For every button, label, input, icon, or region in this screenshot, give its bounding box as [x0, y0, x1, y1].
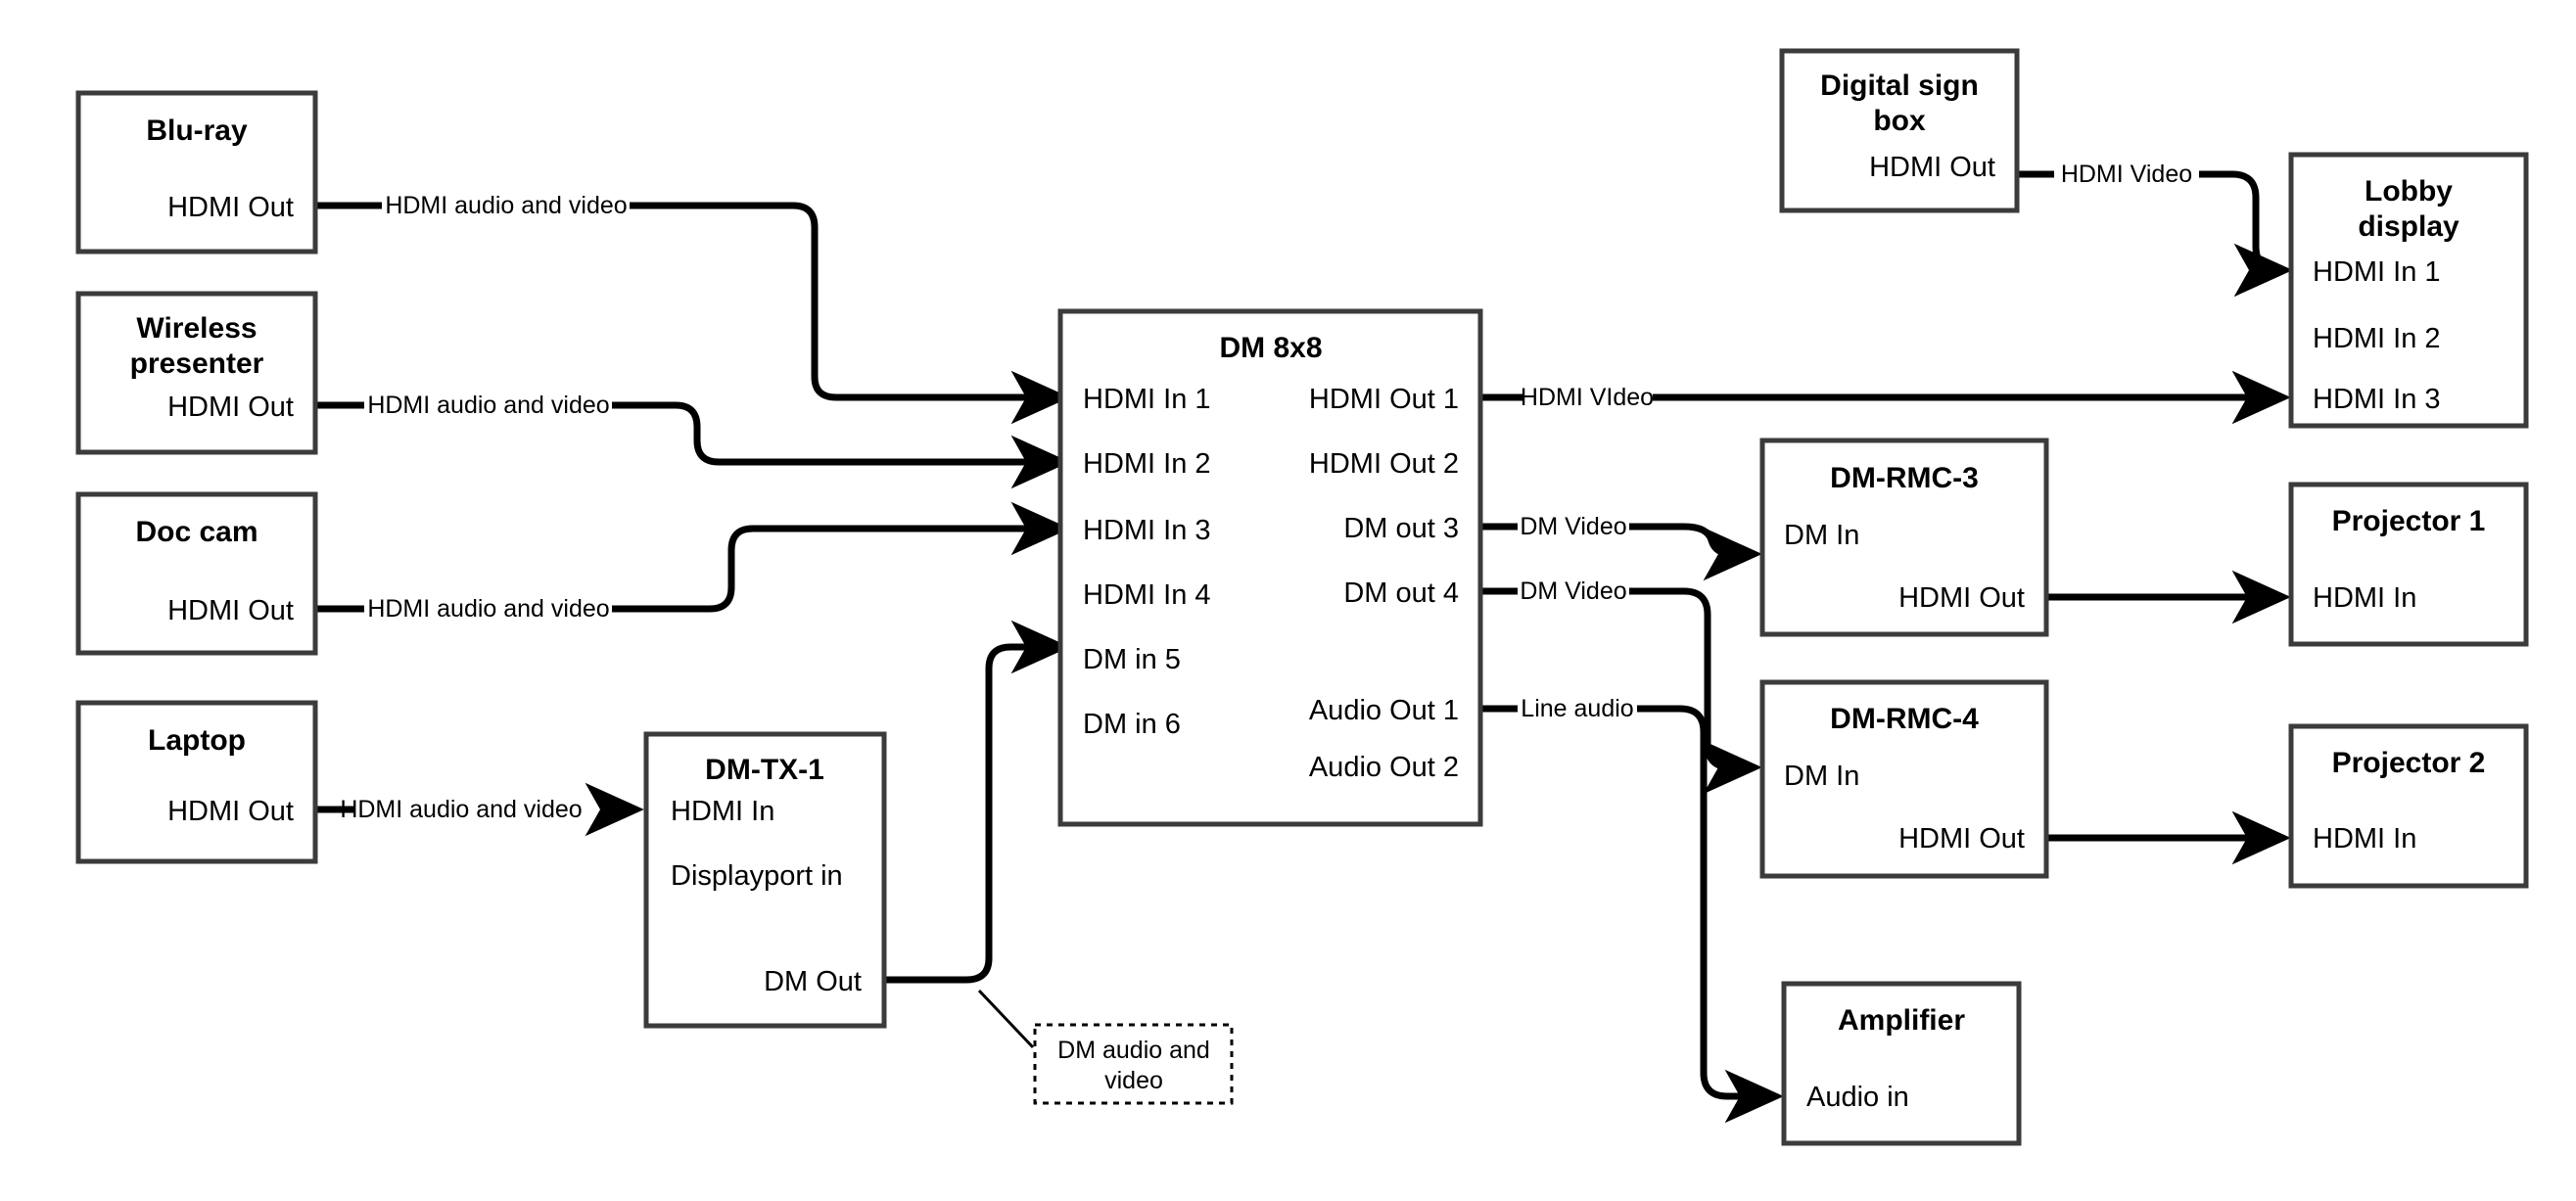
callout-dm-audio-and-video-line2: video: [1104, 1067, 1163, 1094]
node-dm-8x8-input-3: HDMI In 3: [1083, 515, 1211, 546]
node-wireless-presenter[interactable]: Wireless presenter HDMI Out: [75, 291, 318, 455]
link-label-dm-video-3: DM Video: [1520, 513, 1626, 540]
link-label-bluray: HDMI audio and video: [385, 192, 627, 219]
node-lobby-display-title-line2: display: [2358, 210, 2459, 243]
node-digital-sign-box[interactable]: Digital sign box HDMI Out: [1779, 48, 2020, 213]
node-amplifier[interactable]: Amplifier Audio in: [1781, 981, 2022, 1146]
node-laptop[interactable]: Laptop HDMI Out: [75, 700, 318, 864]
node-projector-1-port-hdmi-in: HDMI In: [2313, 582, 2416, 614]
node-dm-rmc-3[interactable]: DM-RMC-3 DM In HDMI Out: [1759, 438, 2049, 637]
node-dm-8x8-output-3: DM out 3: [1343, 513, 1459, 544]
link-doccam-to-dm8x8-in3: [315, 529, 1060, 613]
node-dm-rmc-3-title: DM-RMC-3: [1830, 462, 1979, 494]
link-label-laptop: HDMI audio and video: [340, 796, 582, 823]
node-lobby-display-box: [2288, 152, 2529, 429]
node-amplifier-title: Amplifier: [1838, 1004, 1965, 1037]
node-bluray-box: [75, 90, 318, 254]
node-wireless-presenter-port-hdmi-out: HDMI Out: [167, 392, 294, 423]
node-doc-cam[interactable]: Doc cam HDMI Out: [75, 491, 318, 656]
node-lobby-display-input-3: HDMI In 3: [2313, 384, 2441, 415]
node-amplifier-port-audio-in: Audio in: [1806, 1082, 1909, 1113]
node-projector-1-box: [2288, 482, 2529, 647]
node-projector-2-title: Projector 2: [2332, 747, 2486, 779]
node-dm-8x8-output-1: HDMI Out 1: [1309, 384, 1459, 415]
link-label-hdmi-video-sign: HDMI Video: [2061, 161, 2192, 188]
node-lobby-display-input-2: HDMI In 2: [2313, 323, 2441, 354]
node-doc-cam-title: Doc cam: [135, 516, 258, 548]
node-dm-tx-1-port-hdmi-in: HDMI In: [671, 796, 774, 827]
link-label-hdmi-video-lobby: HDMI VIdeo: [1521, 384, 1654, 411]
node-digital-sign-box-box: [1779, 48, 2020, 213]
link-bluray-to-dm8x8-in1: [315, 202, 1060, 397]
node-projector-2[interactable]: Projector 2 HDMI In: [2288, 723, 2529, 889]
link-digitalsign-to-lobby-in1: [2017, 170, 2283, 270]
node-dm-8x8-input-5: DM in 5: [1083, 644, 1181, 675]
node-dm-tx-1-port-displayport-in: Displayport in: [671, 860, 843, 892]
link-label-dm-video-4: DM Video: [1520, 577, 1626, 605]
callout-dm-audio-and-video-line1: DM audio and: [1057, 1037, 1210, 1064]
node-laptop-box: [75, 700, 318, 864]
node-dm-8x8-output-2: HDMI Out 2: [1309, 448, 1459, 480]
node-dm-tx-1-title: DM-TX-1: [705, 754, 824, 786]
node-laptop-port-hdmi-out: HDMI Out: [167, 796, 294, 827]
node-digital-sign-box-title-line1: Digital sign: [1820, 69, 1979, 102]
node-dm-8x8-box: [1057, 308, 1483, 827]
node-dm-rmc-4-port-dm-in: DM In: [1784, 761, 1859, 792]
node-dm-8x8-output-4: DM out 4: [1343, 577, 1459, 609]
callout-leader-line: [977, 989, 1035, 1049]
node-dm-rmc-4-box: [1759, 679, 2049, 879]
node-dm-tx-1-box: [643, 731, 887, 1029]
link-label-line-audio: Line audio: [1521, 695, 1633, 722]
node-projector-1-title: Projector 1: [2332, 505, 2486, 537]
node-dm-8x8-output-6: Audio Out 2: [1309, 752, 1459, 783]
node-dm-8x8-title: DM 8x8: [1219, 332, 1322, 364]
node-dm-8x8-output-5: Audio Out 1: [1309, 695, 1459, 726]
node-doc-cam-port-hdmi-out: HDMI Out: [167, 595, 294, 626]
node-lobby-display-title-line1: Lobby: [2365, 175, 2453, 208]
link-wireless-to-dm8x8-in2: [315, 401, 1060, 462]
node-bluray-port-hdmi-out: HDMI Out: [167, 192, 294, 223]
node-doc-cam-box: [75, 491, 318, 656]
node-projector-2-port-hdmi-in: HDMI In: [2313, 823, 2416, 855]
node-projector-2-box: [2288, 723, 2529, 889]
node-dm-rmc-3-port-dm-in: DM In: [1784, 520, 1859, 551]
node-dm-rmc-4-port-hdmi-out: HDMI Out: [1898, 823, 2025, 855]
link-dm8x8-dmout4-to-rmc4: [1480, 587, 1753, 767]
link-dmtx1-to-dm8x8-in5: [884, 620, 1070, 984]
node-laptop-title: Laptop: [148, 724, 246, 757]
link-label-doccam: HDMI audio and video: [367, 595, 609, 623]
node-projector-1[interactable]: Projector 1 HDMI In: [2288, 482, 2529, 647]
node-dm-8x8[interactable]: DM 8x8 HDMI In 1 HDMI In 2 HDMI In 3 HDM…: [1057, 308, 1483, 827]
node-wireless-presenter-box: [75, 291, 318, 455]
node-dm-tx-1[interactable]: DM-TX-1 HDMI In Displayport in DM Out: [643, 731, 887, 1029]
node-dm-rmc-3-box: [1759, 438, 2049, 637]
link-dm8x8-dmout3-to-rmc3: [1480, 527, 1753, 554]
node-digital-sign-box-port-hdmi-out: HDMI Out: [1869, 152, 1995, 183]
node-dm-8x8-input-4: HDMI In 4: [1083, 579, 1211, 611]
node-lobby-display[interactable]: Lobby display HDMI In 1 HDMI In 2 HDMI I…: [2288, 152, 2529, 429]
node-dm-tx-1-port-dm-out: DM Out: [764, 966, 862, 997]
node-bluray-title: Blu-ray: [146, 115, 248, 147]
node-amplifier-box: [1781, 981, 2022, 1146]
node-dm-rmc-4-title: DM-RMC-4: [1830, 703, 1979, 735]
node-dm-rmc-4[interactable]: DM-RMC-4 DM In HDMI Out: [1759, 679, 2049, 879]
node-dm-8x8-input-1: HDMI In 1: [1083, 384, 1211, 415]
node-dm-rmc-3-port-hdmi-out: HDMI Out: [1898, 582, 2025, 614]
link-label-wireless: HDMI audio and video: [367, 392, 609, 419]
node-wireless-presenter-title-line2: presenter: [130, 347, 264, 380]
link-dm8x8-audioout1-to-amplifier: [1480, 705, 1774, 1096]
node-bluray[interactable]: Blu-ray HDMI Out: [75, 90, 318, 254]
callout-dm-audio-and-video: DM audio and video: [1033, 1023, 1234, 1105]
node-digital-sign-box-title-line2: box: [1873, 105, 1926, 137]
node-dm-8x8-input-2: HDMI In 2: [1083, 448, 1211, 480]
node-wireless-presenter-title-line1: Wireless: [136, 312, 257, 345]
node-dm-8x8-input-6: DM in 6: [1083, 709, 1181, 740]
node-lobby-display-input-1: HDMI In 1: [2313, 256, 2441, 288]
callout-dm-audio-and-video-box: [1033, 1023, 1234, 1105]
